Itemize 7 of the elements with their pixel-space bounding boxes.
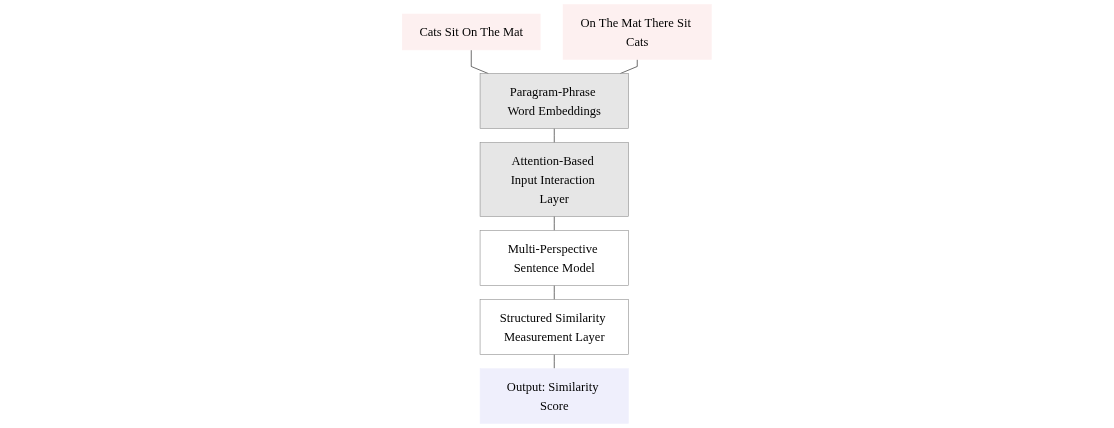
node-box: Output: Similarity Score [479, 368, 629, 424]
node-box: Attention-Based Input Interaction Layer [479, 142, 629, 217]
node-box: On The Mat There Sit Cats [562, 4, 712, 60]
node-box: Multi-Perspective Sentence Model [479, 230, 629, 286]
node-box: Paragram-Phrase Word Embeddings [479, 73, 629, 129]
node-box: Cats Sit On The Mat [402, 13, 541, 51]
node-box: Structured Similarity Measurement Layer [479, 299, 629, 355]
